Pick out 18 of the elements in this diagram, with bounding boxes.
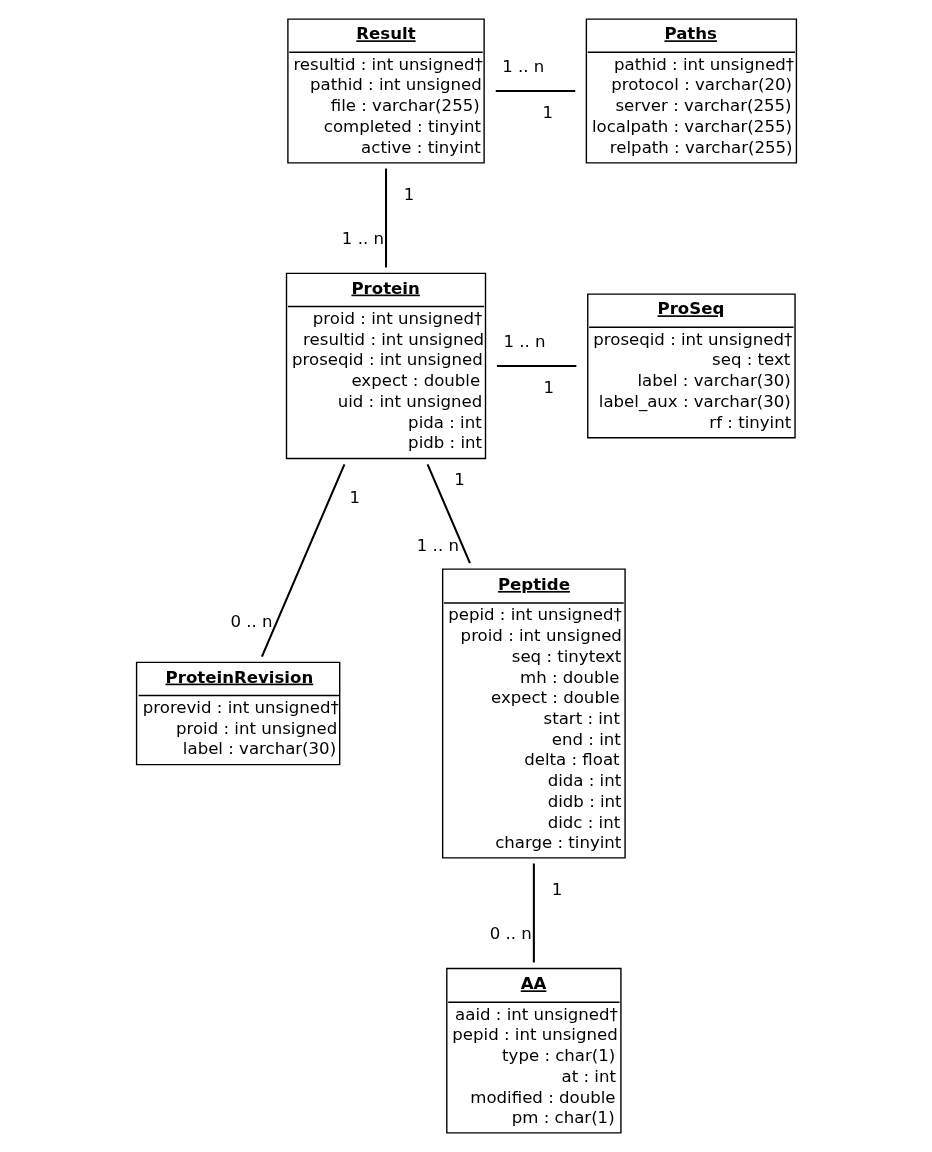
label: 0 .. n [489,924,532,944]
connector [260,463,345,658]
connector [384,168,387,268]
label: 1 [453,469,465,489]
label: 1 .. n [341,229,384,249]
label: 1 .. n [416,536,459,556]
connector [496,364,576,367]
label: 1 [543,378,554,398]
connector [532,863,535,963]
label: 1 .. n [501,57,544,77]
label: 1 [403,185,414,205]
label: 1 [551,880,562,900]
label: 0 .. n [229,611,273,631]
label: 1 [541,103,553,123]
connector [426,463,471,564]
connector [495,89,575,92]
label: 1 [349,487,360,507]
label: 1 .. n [502,332,546,352]
